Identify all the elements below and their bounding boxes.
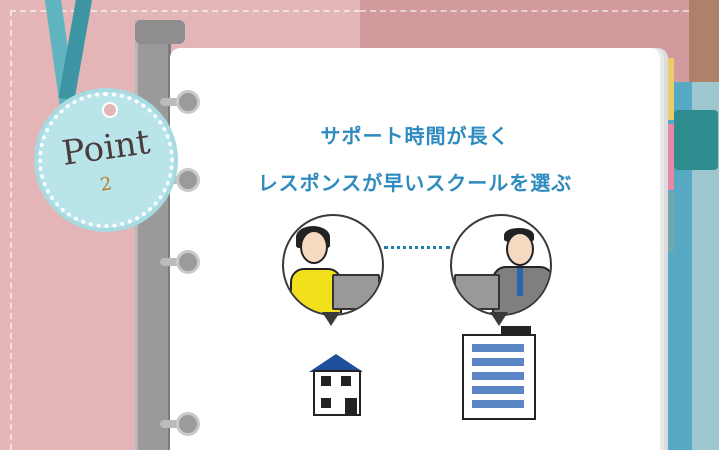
binder-spine-top [135,20,185,44]
building-window-row [472,372,524,380]
binder-ring-hole [176,90,200,114]
bubble-tail [322,312,340,326]
building-top [501,326,531,336]
binder-ring-hole [176,412,200,436]
binder-ring-hole [176,168,200,192]
headline-line-2: レスポンスが早いスクールを選ぶ [257,171,573,195]
building-window-row [472,386,524,394]
binder-spine [135,20,171,450]
door [345,398,357,414]
tag-hole [102,102,118,118]
binder-ring [160,176,184,184]
head [506,232,534,266]
house-icon [309,354,363,416]
headline-line-1: サポート時間が長く [320,124,510,148]
connection-line [384,246,450,249]
notebook-page [170,48,660,450]
binder-ring [160,98,184,106]
binder-ring [160,258,184,266]
binder-ring [160,420,184,428]
building-window-row [472,344,524,352]
building-window-row [472,400,524,408]
window [321,376,331,386]
laptop-icon [454,274,500,310]
window [341,376,351,386]
pen-icon [674,110,718,170]
binder-ring-hole [176,250,200,274]
building-window-row [472,358,524,366]
house-body [313,370,361,416]
head [300,230,328,264]
woman-with-laptop-icon [282,214,384,316]
tie [517,268,523,296]
house-roof [309,354,363,372]
point-tag: Point 2 [38,92,174,228]
office-building-icon [462,334,536,420]
bubble-tail [490,312,508,326]
laptop-icon [332,274,380,310]
man-with-laptop-icon [450,214,552,316]
window [321,398,331,408]
